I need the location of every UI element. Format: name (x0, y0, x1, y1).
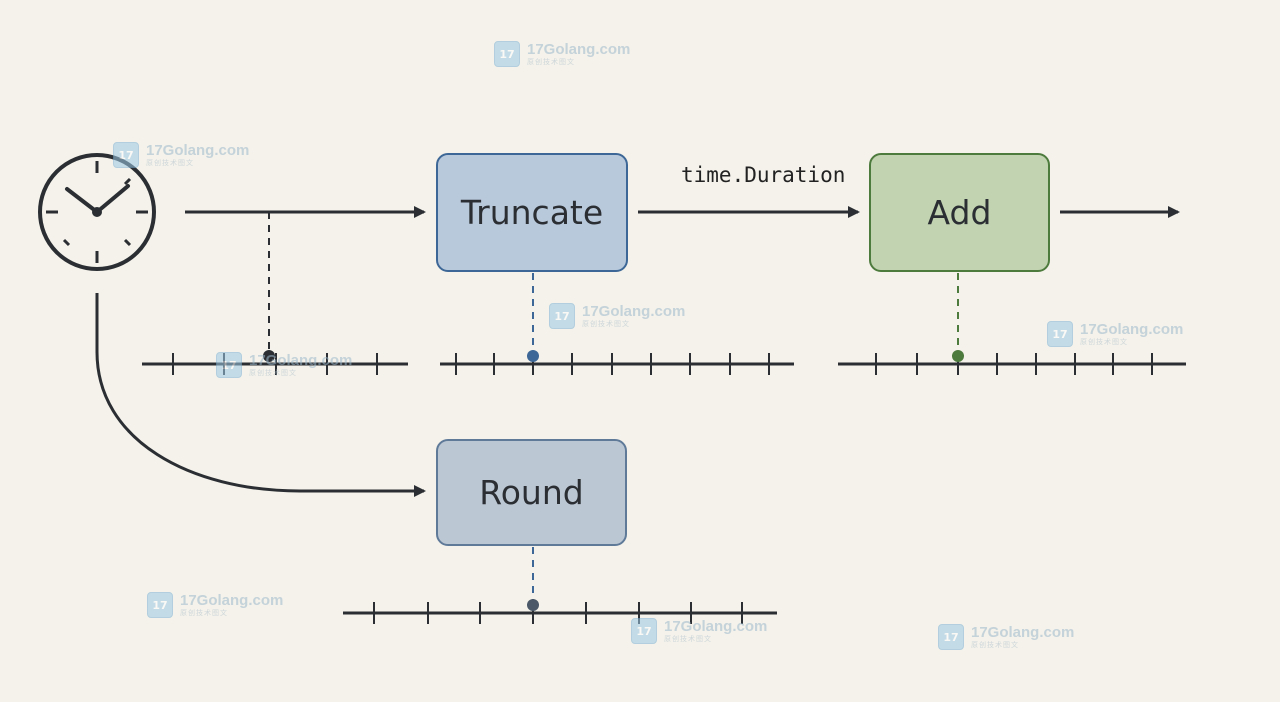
truncate-label: Truncate (460, 193, 604, 232)
clock-icon (38, 153, 156, 271)
add-label: Add (927, 193, 992, 232)
timeline-input (142, 353, 408, 375)
timelines (142, 353, 1186, 624)
edge-label-duration: time.Duration (681, 163, 846, 187)
add-box: Add (869, 153, 1050, 272)
arrow-clock-to-round (95, 293, 426, 497)
timeline-marker-truncate (527, 350, 539, 362)
timeline-add (838, 353, 1186, 375)
timeline-marker-round (527, 599, 539, 611)
truncate-box: Truncate (436, 153, 628, 272)
round-label: Round (479, 473, 584, 512)
timeline-truncate (440, 353, 794, 375)
timeline-marker-add (952, 350, 964, 362)
round-box: Round (436, 439, 627, 546)
timeline-round (343, 602, 777, 624)
timeline-marker-input (263, 350, 275, 362)
